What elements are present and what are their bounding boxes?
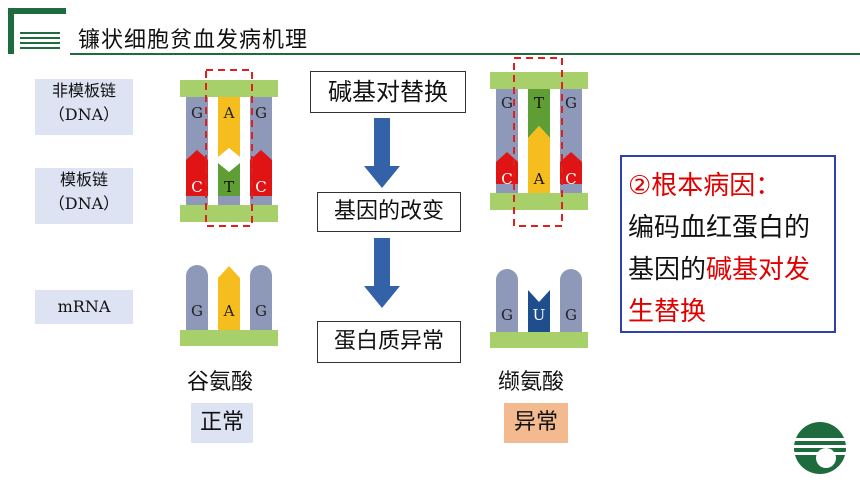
mutant-bottom-base-1: C (501, 170, 512, 188)
normal-bottom-base-2: T (224, 178, 234, 196)
normal-mrna-base-2: A (223, 302, 235, 320)
label-non-template-strand: 非模板链 （DNA） (35, 79, 133, 135)
callout-line-2: 编码血红蛋白的 (628, 213, 811, 243)
status-normal-badge: 正常 (191, 403, 253, 443)
label-dna-text: （DNA） (48, 194, 120, 213)
process-step-substitution: 碱基对替换 (310, 71, 466, 113)
mutant-dna-diagram: G T G C A C (490, 57, 588, 227)
label-template-text: 模板链 (59, 170, 108, 189)
label-non-template-text: 非模板链 (51, 81, 116, 100)
normal-mrna-base-1: G (191, 302, 203, 320)
callout-line-3: 基因的碱基对发 (628, 249, 810, 286)
label-template-strand: 模板链 （DNA） (35, 168, 133, 224)
mutant-mrna-base-3: G (565, 306, 577, 324)
status-abnormal-badge: 异常 (504, 403, 568, 443)
mutant-top-base-1: G (501, 94, 513, 112)
mutant-top-base-3: G (565, 94, 577, 112)
callout-line-4: 生替换 (628, 297, 707, 327)
normal-top-base-2: A (223, 104, 235, 122)
normal-mrna-diagram: G A G (180, 265, 278, 346)
down-arrow-icon (364, 118, 400, 188)
normal-bottom-base-3: C (255, 178, 266, 196)
label-mrna-text: mRNA (57, 297, 111, 316)
normal-amino-acid: 谷氨酸 (187, 370, 254, 395)
mutant-bottom-base-3: C (565, 170, 576, 188)
mutant-mrna-diagram: G U G (490, 269, 588, 348)
mutant-amino-acid: 缬氨酸 (498, 370, 565, 395)
mutant-mrna-base-2: U (533, 306, 546, 324)
callout-line-3-black: 基因的 (628, 255, 707, 285)
process-step-gene-change: 基因的改变 (317, 192, 461, 232)
root-cause-callout: ②根本病因： 编码血红蛋白的 基因的碱基对发 生替换 (620, 155, 836, 333)
normal-dna-diagram: G A G C T C (180, 69, 278, 227)
mutant-mrna-base-1: G (501, 306, 513, 324)
label-dna-text: （DNA） (48, 105, 120, 124)
logo-icon (8, 8, 66, 54)
title-divider (70, 53, 860, 55)
mutant-bottom-base-2: A (533, 170, 545, 188)
decorative-circle-logo-icon (790, 422, 850, 474)
page-title: 镰状细胞贫血发病机理 (78, 28, 309, 53)
normal-top-base-1: G (191, 104, 203, 122)
normal-top-base-3: G (255, 104, 267, 122)
process-step-protein-abnormal: 蛋白质异常 (317, 321, 461, 363)
normal-mrna-base-3: G (255, 302, 267, 320)
callout-line-3-red: 碱基对发 (706, 255, 811, 285)
mutant-top-base-2: T (534, 94, 544, 112)
down-arrow-icon (364, 238, 400, 308)
label-mrna: mRNA (35, 290, 133, 324)
callout-heading: ②根本病因： (628, 171, 782, 201)
normal-bottom-base-1: C (191, 178, 202, 196)
